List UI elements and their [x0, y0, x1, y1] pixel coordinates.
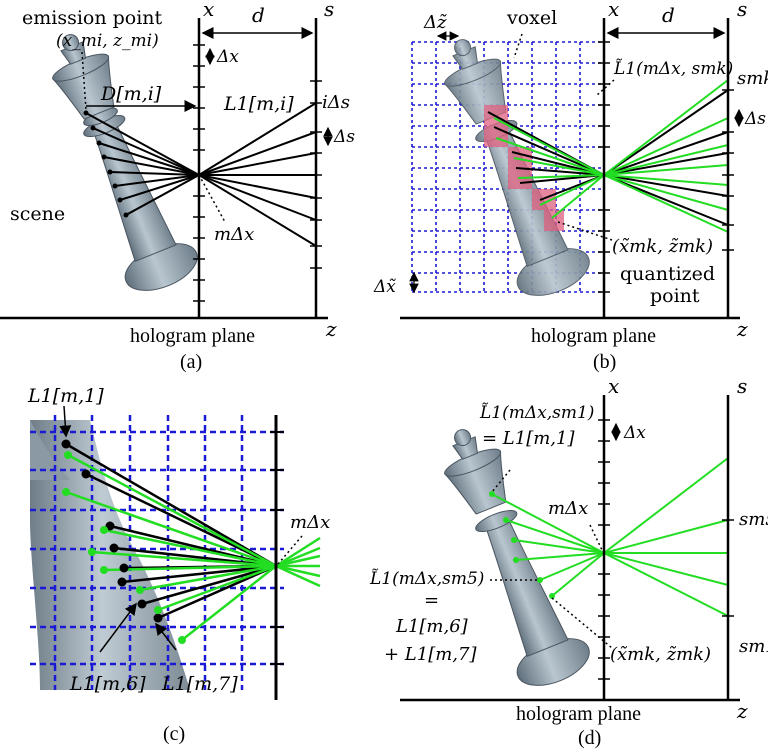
caption-a: (a) [180, 351, 202, 373]
delta-x-tilde-label: Δx̃ [373, 277, 396, 297]
chess-piece-d [443, 429, 590, 686]
i-delta-s-label: iΔs [322, 92, 350, 113]
rays-d-green [491, 457, 729, 617]
rays-c-green [65, 453, 321, 641]
axis-z-label-b: z [736, 317, 748, 341]
axis-s-label-a: s [324, 0, 334, 21]
quantized-leader-d [551, 597, 613, 649]
distance-label-a: d [252, 3, 265, 27]
distance-label-b: d [662, 3, 675, 27]
panel-b: Δz̃ voxel x d s L̃1(mΔx, smk) smk Δs (x̃… [373, 0, 768, 373]
m-delta-x-label-d: mΔx [548, 498, 588, 519]
L1-m6-label-c: L1[m,6] [69, 673, 146, 695]
x-ticks-d [598, 419, 610, 680]
L1-m6-label-d: L1[m,6] [395, 616, 469, 637]
s-ticks-d [722, 519, 734, 617]
ray-points-a [83, 110, 129, 218]
caption-c: (c) [163, 723, 185, 745]
delta-s-label-b: Δs [744, 109, 766, 129]
panel-c: L1[m,1] mΔx L1[m,6] L1[m,7] (c) [27, 385, 330, 745]
L1-m7-label-c: L1[m,7] [161, 673, 238, 695]
rays-c-black [65, 442, 277, 620]
hologram-plane-label-a: hologram plane [130, 325, 255, 347]
chess-piece-a [51, 34, 198, 291]
panel-a: emission point (x_mi, z_mi) D[m,i] x d s… [0, 0, 355, 373]
delta-x-label-a: Δx [216, 47, 239, 67]
axis-s-label-d: s [737, 374, 747, 398]
emission-coords-label: (x_mi, z_mi) [56, 31, 159, 51]
L1-tilde-label-b: L̃1(mΔx, smk) [613, 59, 733, 79]
quantized-coords-label: (x̃mk, z̃mk) [612, 236, 713, 257]
L1-label-a: L1[m,i] [223, 93, 294, 115]
ray-points-c-green [62, 451, 186, 644]
ray-points-d [489, 491, 555, 599]
quantized-coords-label-d: (x̃mk, z̃mk) [610, 644, 711, 665]
voxel-label: voxel [506, 7, 557, 29]
s-mk-label: smk [737, 68, 768, 89]
emission-point-label: emission point [22, 7, 163, 29]
panel-d: x s L̃1(mΔx,sm1) = L1[m,1] Δx mΔx sm5 L̃… [369, 374, 768, 749]
L1-m7-arrow [155, 622, 177, 651]
hologram-plane-label-b: hologram plane [531, 325, 656, 347]
delta-z-label: Δz̃ [423, 12, 447, 33]
eq-L1-m1-label: = L1[m,1] [482, 428, 575, 449]
axis-x-label-b: x [608, 0, 619, 21]
delta-x-label-d: Δx [623, 423, 646, 443]
s-ticks-a [310, 80, 322, 269]
L1-m1-arrow [59, 405, 72, 438]
s-ticks-b [722, 89, 734, 251]
axis-x-label-a: x [203, 0, 214, 21]
quantized-label-2: point [650, 285, 700, 307]
hologram-plane-label-d: hologram plane [516, 703, 641, 725]
mdx-leader-c [277, 535, 303, 565]
voxel-leader-b [513, 33, 523, 59]
plus-L1-m7-label: + L1[m,7] [384, 644, 477, 665]
x-ticks-b [598, 41, 610, 293]
caption-d: (d) [578, 727, 601, 749]
x-ticks-a [193, 44, 205, 302]
L1-tilde-m1-label: L̃1(mΔx,sm1) [479, 403, 594, 423]
rays-a [85, 102, 317, 247]
delta-s-label-a: Δs [333, 127, 355, 147]
ray-points-c-black [61, 439, 163, 623]
s-m5-label: sm5 [739, 509, 768, 530]
axis-z-label-a: z [325, 317, 337, 341]
scene-label: scene [10, 203, 65, 225]
x-ticks-c [270, 431, 284, 665]
mdx-leader-a [198, 174, 226, 223]
quantized-label-1: quantized [620, 263, 715, 285]
chess-piece-c [30, 420, 190, 690]
L1-leader-b [595, 79, 615, 97]
axis-s-label-b: s [737, 0, 747, 21]
L1-tilde-m5-label: L̃1(mΔx,sm5) [369, 569, 484, 589]
m-delta-x-label-a: mΔx [214, 224, 254, 245]
s-m1-label: sm1 [739, 636, 768, 657]
caption-b: (b) [593, 351, 616, 373]
D-label: D[m,i] [100, 83, 162, 105]
axis-z-label-d: z [736, 699, 748, 723]
L1-m1-label-c: L1[m,1] [27, 385, 104, 407]
m-delta-x-label-c: mΔx [290, 512, 330, 533]
axis-x-label-d: x [608, 374, 619, 398]
rays-b-green [493, 79, 729, 233]
L1-m6-arrow [99, 602, 137, 653]
equals-label: = [424, 590, 439, 611]
